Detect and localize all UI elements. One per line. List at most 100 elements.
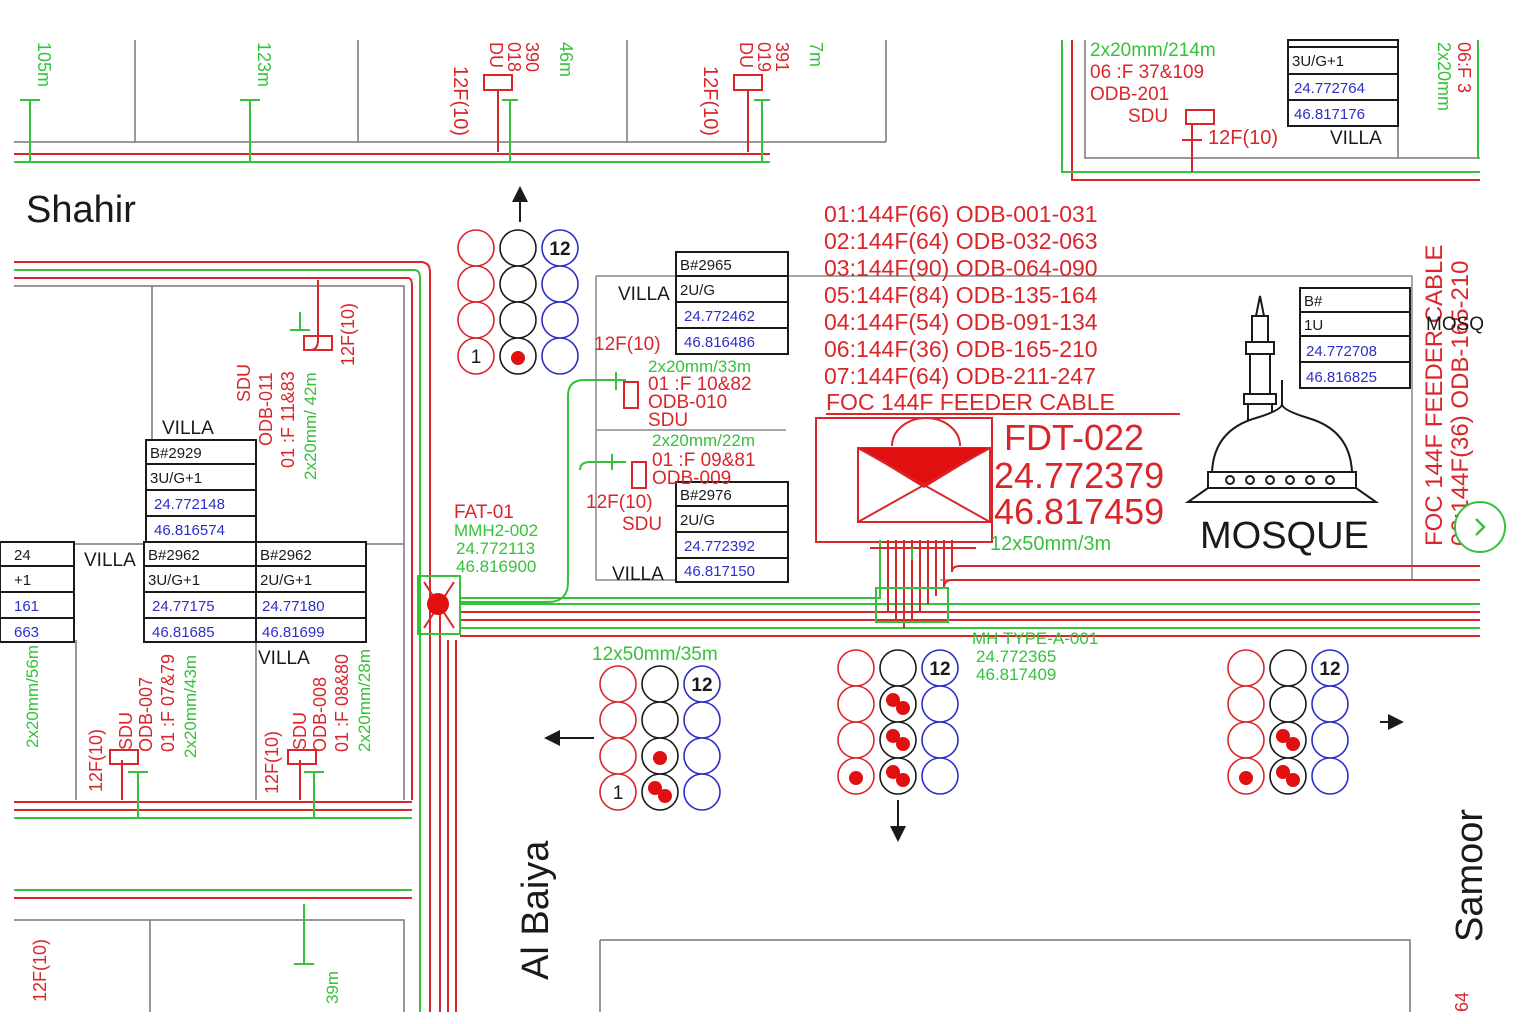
fdt-cable-link: 12x50mm/3m (990, 533, 1111, 555)
duct-circle (599, 773, 637, 811)
fiber-dot (1286, 773, 1300, 787)
odb010-type: SDU (648, 410, 688, 431)
odb010-fibers: 01 :F 10&82 (648, 374, 752, 395)
building-box-left-cut: 24 +1 161 663 (0, 541, 75, 643)
label-46m: 46m (556, 42, 576, 77)
street-samoor: Samoor (1449, 809, 1491, 942)
duct-circle (683, 737, 721, 775)
duct-circle (1269, 649, 1307, 687)
next-button[interactable] (1454, 501, 1506, 553)
mosque-partial-label: MOSQ (1426, 314, 1484, 335)
odb010-spec: 2x20mm/33m (648, 357, 751, 376)
duct-circle (599, 701, 637, 739)
fat-node (417, 575, 461, 635)
fat-lon: 46.816900 (456, 557, 536, 576)
b2929-lat: 24.772148 (154, 496, 225, 513)
mosque-box-lon: 46.816825 (1306, 369, 1377, 386)
left-cut-r2: 161 (14, 598, 39, 615)
b2929-villa: VILLA (162, 418, 214, 439)
odb009-fibers: 01 :F 09&81 (652, 450, 756, 471)
label-391: 391 (772, 42, 792, 72)
label-390: 390 (522, 42, 542, 72)
b2962b-lat: 24.77180 (262, 598, 325, 615)
odb008-fiber-count: 12F(10) (262, 731, 282, 794)
odb007-fiber-count: 12F(10) (86, 729, 106, 792)
duct-circle (837, 721, 875, 759)
b2962a-lat: 24.77175 (152, 598, 215, 615)
feeder-list: 01:144F(66) ODB-001-031 02:144F(64) ODB-… (824, 201, 1180, 415)
duct-circle (921, 757, 959, 795)
b2976-lat: 24.772392 (684, 538, 755, 555)
odb008-spec: 2x20mm/28m (355, 649, 374, 752)
label-du-top1: DU (486, 42, 506, 68)
fiber-dot (1276, 729, 1290, 743)
odb010-id: ODB-010 (648, 392, 727, 413)
b2962b-villa: VILLA (258, 648, 310, 669)
main-routes (14, 261, 1480, 1012)
odb009-id: ODB-009 (652, 468, 731, 489)
duct-number-12: 12 (549, 239, 570, 260)
fiber-dot (896, 737, 910, 751)
fiber-dot (886, 765, 900, 779)
feeder-line-3: 03:144F(90) ODB-064-090 (824, 255, 1098, 281)
label-12f-top2: 12F(10) (699, 66, 721, 136)
b2962a-villa: VILLA (84, 550, 136, 571)
building-box-2962b: B#2962 2U/G+1 24.77180 46.81699 (255, 541, 367, 643)
fat-lat: 24.772113 (456, 539, 535, 558)
duct-number-12: 12 (1319, 659, 1340, 680)
duct-circle (1311, 685, 1349, 723)
duct-circle (683, 701, 721, 739)
feeder-vertical-sub: 06:144F(36) ODB-165-210 (1447, 261, 1474, 547)
odb201-fibers: 06 :F 37&109 (1090, 62, 1204, 83)
duct-circle (683, 773, 721, 811)
duct-circle (599, 665, 637, 703)
duct-number-1: 1 (613, 783, 624, 804)
feeder-line-5: 04:144F(54) ODB-091-134 (824, 309, 1098, 335)
duct-circle (1311, 757, 1349, 795)
duct-spec-left: 12x50mm/35m (592, 644, 718, 665)
fiber-dot (1239, 771, 1253, 785)
duct-bank-right: 12 (1227, 649, 1349, 795)
b2976-id: B#2976 (680, 487, 732, 504)
label-12f-bottom: 12F(10) (30, 939, 50, 1002)
duct-circle (457, 265, 495, 303)
mosque-box-lat: 24.772708 (1306, 343, 1377, 360)
duct-circle (1311, 721, 1349, 759)
feeder-vertical-title: FOC 144F FEEDER CABLE (1421, 245, 1448, 546)
fiber-dot (886, 729, 900, 743)
fiber-dot (886, 693, 900, 707)
duct-circle (457, 337, 495, 375)
top-right-units: 3U/G+1 (1292, 53, 1344, 70)
duct-circle (921, 721, 959, 759)
fiber-dot (648, 781, 662, 795)
duct-bank-top: 12 1 (457, 229, 579, 375)
fiber-dot (896, 773, 910, 787)
b2976-lon: 46.817150 (684, 563, 755, 580)
label-du-top2: DU (736, 42, 756, 68)
right-top-spec: 2x20mm (1434, 42, 1454, 111)
odb008-id: ODB-008 (310, 677, 330, 752)
top-block (14, 40, 887, 163)
duct-circle (1227, 685, 1265, 723)
building-box-top-right: 3U/G+1 24.772764 46.817176 (1287, 39, 1399, 127)
b2976-villa: VILLA (612, 564, 664, 585)
duct-circle (499, 265, 537, 303)
b2962a-lon: 46.81685 (152, 624, 215, 641)
label-12f-top1: 12F(10) (449, 66, 471, 136)
odb007-type: SDU (116, 712, 136, 750)
fat-mh: MMH2-002 (454, 521, 538, 540)
odb201-id: ODB-201 (1090, 84, 1169, 105)
b2962b-units: 2U/G+1 (260, 572, 312, 589)
duct-number-1: 1 (471, 347, 482, 368)
odb201-type: SDU (1128, 106, 1168, 127)
left-cut-r0: 24 (14, 547, 31, 564)
duct-circle (457, 301, 495, 339)
fiber-dot (653, 751, 667, 765)
b2962a-units: 3U/G+1 (148, 572, 200, 589)
mh-lon: 46.817409 (976, 665, 1056, 684)
top-right-lon: 46.817176 (1294, 106, 1365, 123)
duct-circle (837, 685, 875, 723)
mosque-label: MOSQUE (1200, 515, 1369, 557)
b2965-id: B#2965 (680, 257, 732, 274)
mh-lat: 24.772365 (976, 647, 1056, 666)
